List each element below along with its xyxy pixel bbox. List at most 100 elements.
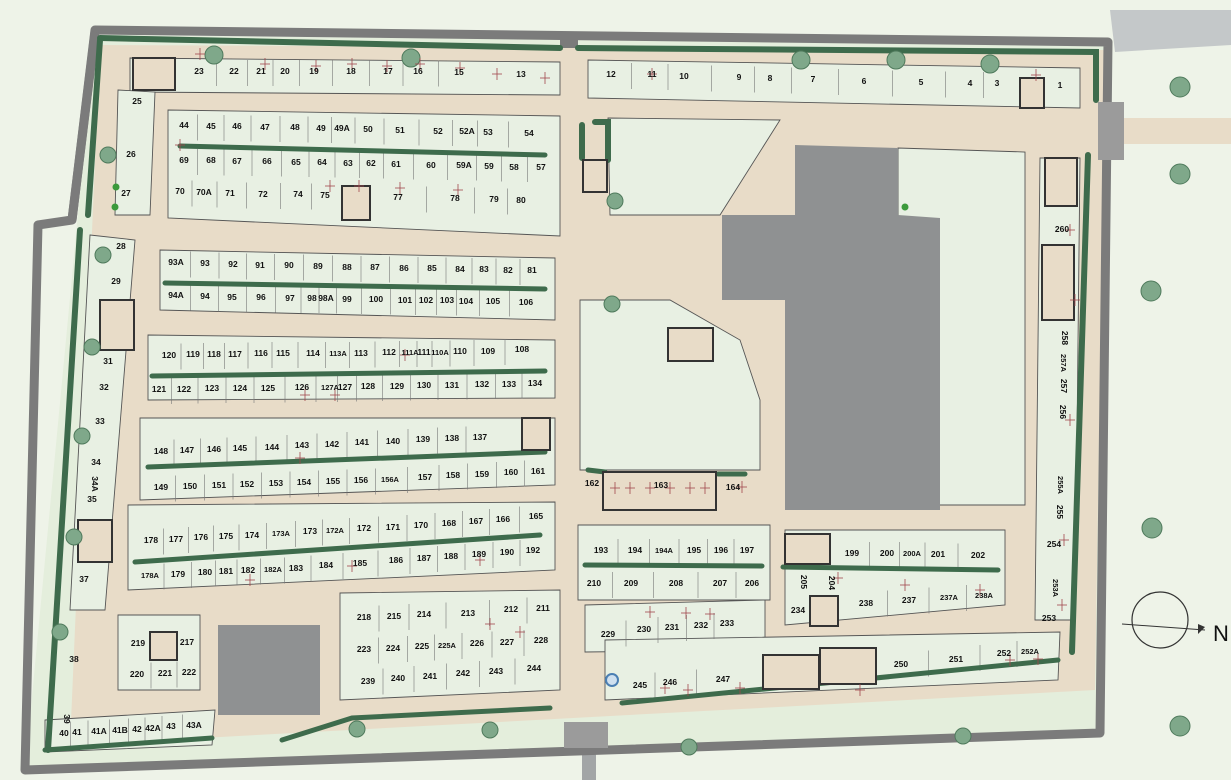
green-lawn-top (607, 117, 781, 216)
plot-label: 10 (679, 71, 689, 81)
plot-label: 240 (391, 673, 405, 683)
plot-label: 101 (398, 295, 412, 305)
tree-icon (954, 727, 972, 745)
plot-label: 172 (357, 523, 371, 533)
plot-label: 226 (470, 638, 484, 648)
plot-label: 93 (200, 258, 210, 268)
block-44-80 (167, 109, 561, 237)
plot-label: 31 (103, 356, 113, 366)
plot-label: 125 (261, 383, 275, 393)
plot-label: 189 (472, 549, 486, 559)
hedges (42, 35, 1099, 753)
hedge-row-93 (162, 280, 548, 292)
plot-label: 93A (168, 257, 184, 267)
plot-label: 127 (338, 382, 352, 392)
grave-cross-icon (683, 684, 693, 696)
plot-label: 177 (169, 534, 183, 544)
plot-label: 199 (845, 548, 859, 558)
tree-icon (1169, 715, 1191, 737)
grave-cross-icon (660, 682, 670, 694)
plot-label: 160 (504, 467, 518, 477)
building-near-23 (132, 57, 176, 91)
grave-cross-icon (665, 482, 675, 494)
plot-label: 83 (479, 264, 489, 274)
block-193-210 (577, 524, 771, 601)
plot-label: 123 (205, 383, 219, 393)
plot-label: 221 (158, 668, 172, 678)
plot-label: 218 (357, 612, 371, 622)
plot-label: 108 (515, 344, 529, 354)
plot-label: 3 (995, 78, 1000, 88)
plot-label: 109 (481, 346, 495, 356)
hedge-row-193 (582, 562, 765, 569)
plot-label: 193 (594, 545, 608, 555)
plot-label: 6 (862, 76, 867, 86)
chapel-building (722, 145, 940, 510)
building-163 (602, 471, 717, 511)
plot-label: 162 (585, 478, 599, 488)
plot-label: 231 (665, 622, 679, 632)
plot-label: 182 (241, 565, 255, 575)
plot-label: 33 (95, 416, 105, 426)
plot-label: 227 (500, 637, 514, 647)
grave-cross-icon (681, 607, 691, 619)
plot-label: 152 (240, 479, 254, 489)
plot-label: 148 (154, 446, 168, 456)
plot-label: 90 (284, 260, 294, 270)
plot-label: 40 (59, 728, 69, 738)
tree-icon (1140, 280, 1162, 302)
north-label: N (1213, 621, 1229, 646)
plot-label: 197 (740, 545, 754, 555)
plot-label: 158 (446, 470, 460, 480)
plot-label: 98A (318, 293, 334, 303)
plot-label: 225 (415, 641, 429, 651)
plot-label: 113A (329, 349, 347, 358)
plot-label: 7 (811, 74, 816, 84)
plot-label: 241 (423, 671, 437, 681)
plot-label: 147 (180, 445, 194, 455)
plot-label: 174 (245, 530, 259, 540)
plot-label: 88 (342, 262, 352, 272)
plot-label: 19 (309, 66, 319, 76)
plot-label: 134 (528, 378, 542, 388)
plot-label: 238A (975, 591, 994, 600)
plot-label: 113 (354, 348, 368, 358)
road-right-gap (1120, 118, 1231, 144)
tree-icon (348, 720, 366, 738)
building-near-75 (341, 185, 371, 221)
plot-label: 224 (386, 643, 400, 653)
hedge-lawn-top (579, 119, 611, 163)
tree-icon (481, 721, 499, 739)
plot-label: 156 (354, 475, 368, 485)
plot-label: 105 (486, 296, 500, 306)
plot-label: 253 (1042, 613, 1056, 623)
building-lawn-center (667, 327, 714, 362)
grave-cross-icon (735, 682, 745, 694)
plot-label: 137 (473, 432, 487, 442)
building-near-35 (77, 519, 113, 563)
block-108-134 (147, 334, 556, 401)
plot-label: 184 (319, 560, 333, 570)
plot-label: 165 (529, 511, 543, 521)
plot-label: 200A (903, 549, 922, 558)
plot-label: 67 (232, 156, 242, 166)
plot-label: 94A (168, 290, 184, 300)
plot-label: 194 (628, 545, 642, 555)
plot-label: 70A (196, 187, 212, 197)
plot-label: 41 (72, 727, 82, 737)
plot-label: 9 (737, 72, 742, 82)
plot-label: 178 (144, 535, 158, 545)
grave-cross-icon (311, 60, 321, 72)
grave-cross-icon (347, 560, 357, 572)
plot-label: 260 (1055, 224, 1069, 234)
grave-cross-icon (175, 139, 185, 151)
grave-cross-icon (1033, 653, 1043, 665)
plot-label: 49 (316, 123, 326, 133)
hedge-row-148 (145, 449, 548, 470)
grave-cross-icon (1065, 414, 1075, 426)
plot-label: 5 (919, 77, 924, 87)
tree-icon (1169, 76, 1191, 98)
plot-label: 23 (194, 66, 204, 76)
plot-label: 237 (902, 595, 916, 605)
plot-label: 188 (444, 551, 458, 561)
